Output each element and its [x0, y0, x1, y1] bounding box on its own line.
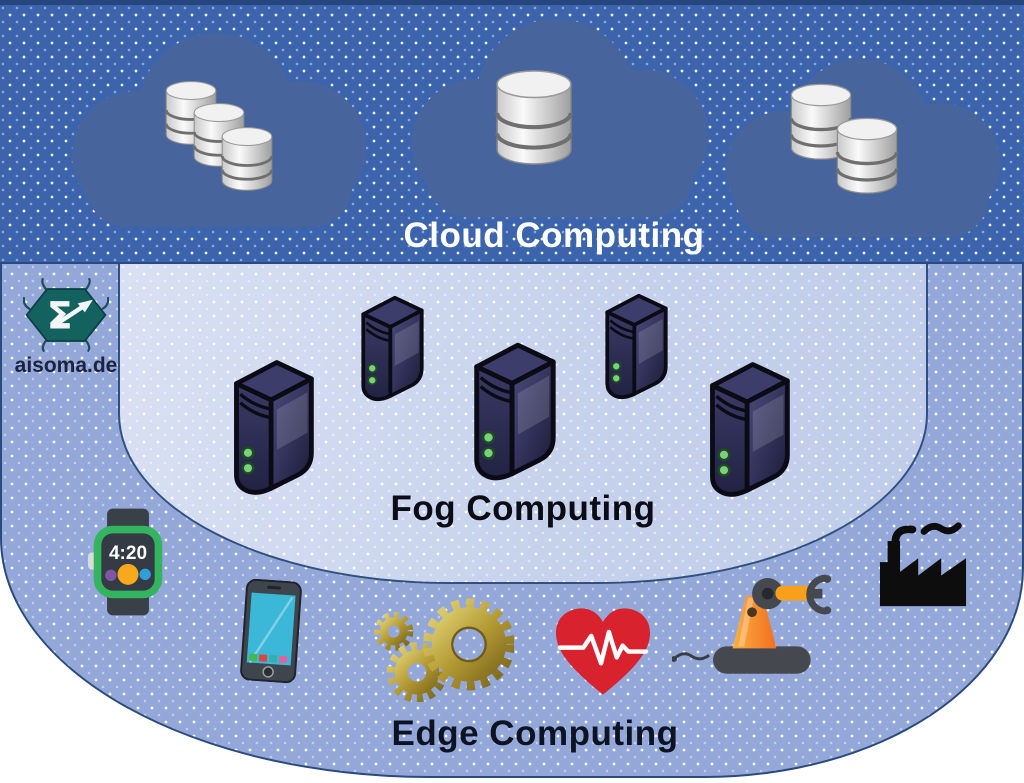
- smartphone-icon: [240, 578, 302, 684]
- database-icon: [220, 127, 274, 191]
- smartwatch-icon: 4:20: [88, 508, 163, 616]
- brand-domain-text: aisoma.de: [14, 354, 118, 377]
- heart-pulse-icon: [555, 608, 651, 695]
- cloud-layer-band: [0, 0, 1024, 264]
- fog-computing-label: Fog Computing: [390, 489, 656, 528]
- server-tower-icon: [605, 293, 668, 400]
- edge-computing-label: Edge Computing: [391, 714, 679, 753]
- server-tower-icon: [361, 295, 424, 402]
- cloud-icon: [702, 53, 1014, 238]
- database-icon: [789, 83, 853, 160]
- database-icon: [495, 70, 573, 165]
- watch-time-text: 4:20: [109, 543, 147, 564]
- aisoma-logo-icon: Σ: [23, 278, 109, 352]
- cloud-icon: [48, 27, 378, 227]
- gears-icon: [374, 598, 514, 702]
- cloud-computing-label: Cloud Computing: [403, 216, 705, 255]
- server-tower-icon: [234, 360, 314, 495]
- brand-block: Σ aisoma.de: [10, 278, 122, 378]
- server-tower-icon: [474, 342, 556, 481]
- cloud-icon: [390, 13, 720, 218]
- server-tower-icon: [710, 362, 790, 497]
- robot-arm-icon: [672, 574, 832, 674]
- database-icon: [835, 117, 899, 194]
- factory-icon: [879, 522, 967, 607]
